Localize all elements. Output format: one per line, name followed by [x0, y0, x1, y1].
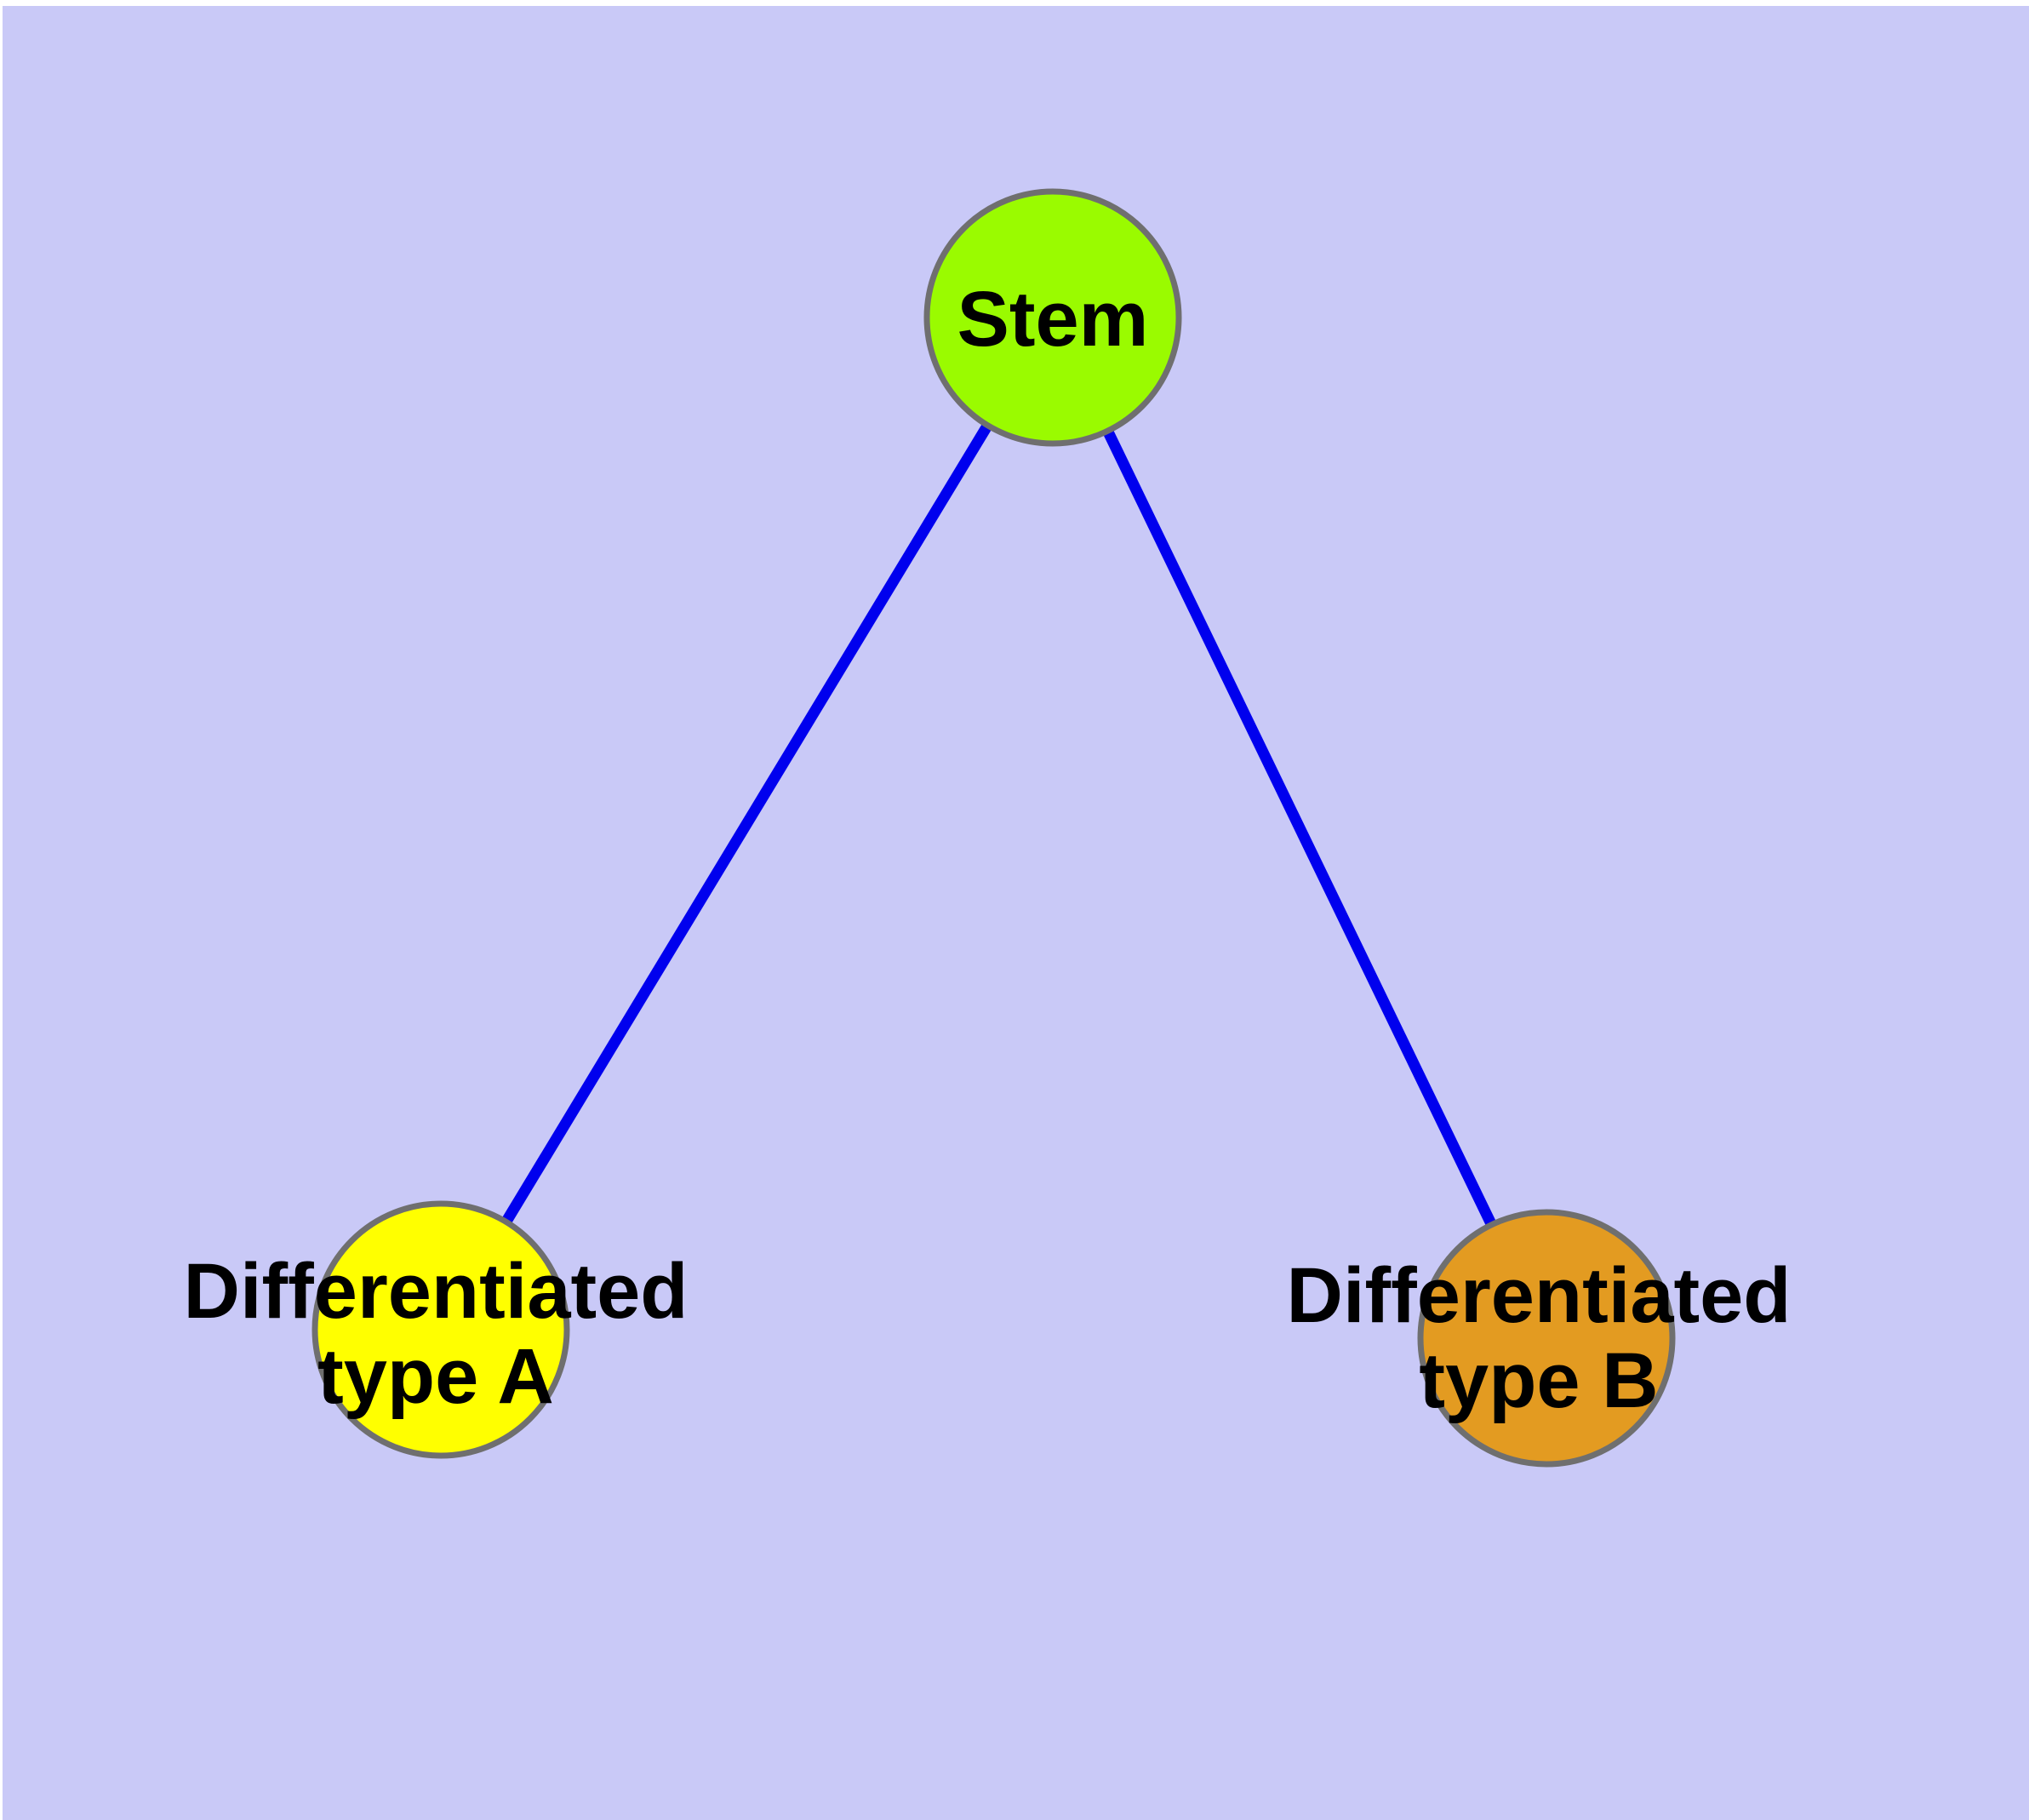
- node-type-a-circle: [311, 1200, 570, 1459]
- node-type-b-circle: [1417, 1209, 1676, 1468]
- edge-stem-to-type-b: [1048, 315, 1552, 1341]
- node-stem-circle: [923, 188, 1182, 447]
- edge-stem-to-type-a: [436, 314, 1058, 1333]
